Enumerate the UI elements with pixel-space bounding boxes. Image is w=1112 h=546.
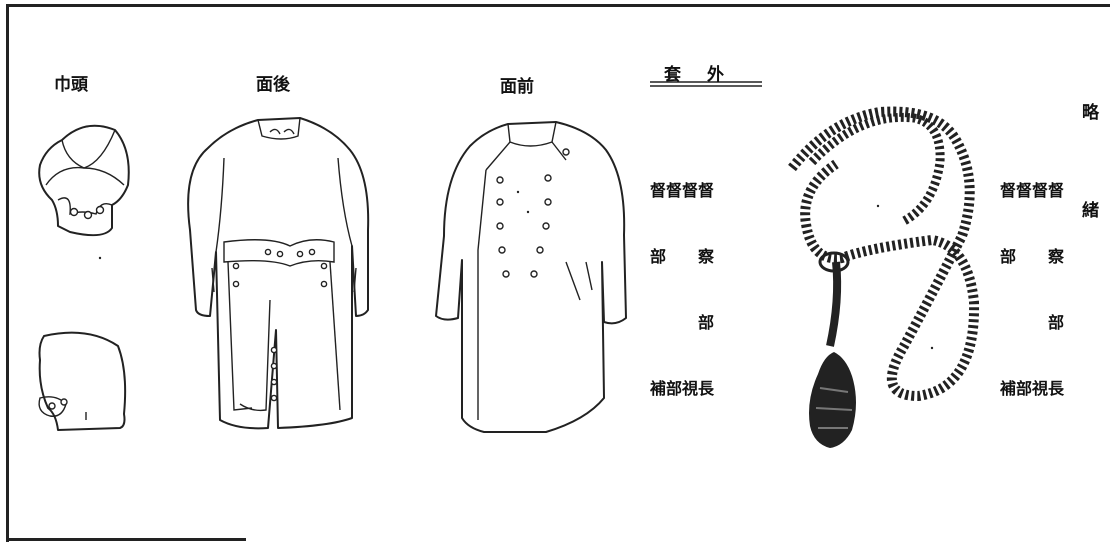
coat-back-drawing xyxy=(187,117,370,430)
coat-rank-row: 部 xyxy=(650,313,715,332)
cord-rank-row: 部 察 xyxy=(1000,247,1065,266)
hood-side-drawing xyxy=(38,331,127,431)
coat-rank-row: 督督督督 xyxy=(650,181,715,200)
front-view-label: 面前 xyxy=(500,77,534,97)
cord-rank-column: 督督督督 部 察 部 補部視長 xyxy=(1000,136,1064,444)
coat-rank-row: 補部視長 xyxy=(650,379,715,398)
coat-rank-row: 部 察 xyxy=(650,247,715,266)
hood-label: 巾頭 xyxy=(54,75,88,95)
overcoat-label: 套外 xyxy=(664,65,750,85)
frame-left-border xyxy=(6,4,9,542)
cord-rank-row: 部 xyxy=(1000,313,1065,332)
cord-rank-row: 督督督督 xyxy=(1000,181,1065,200)
cord-rank-row: 補部視長 xyxy=(1000,379,1065,398)
aiguillette-drawing xyxy=(788,106,980,448)
coat-rank-column: 督督督督 部 察 部 補部視長 xyxy=(650,136,714,444)
frame-top-border xyxy=(6,4,1110,7)
aiguillette-label: 緒 xyxy=(1082,201,1099,221)
hood-front-drawing xyxy=(38,124,130,237)
frame-bottom-border xyxy=(6,538,246,541)
aiguillette-heading: 略 xyxy=(1082,103,1099,123)
coat-front-drawing xyxy=(435,121,627,433)
back-view-label: 面後 xyxy=(256,75,290,95)
